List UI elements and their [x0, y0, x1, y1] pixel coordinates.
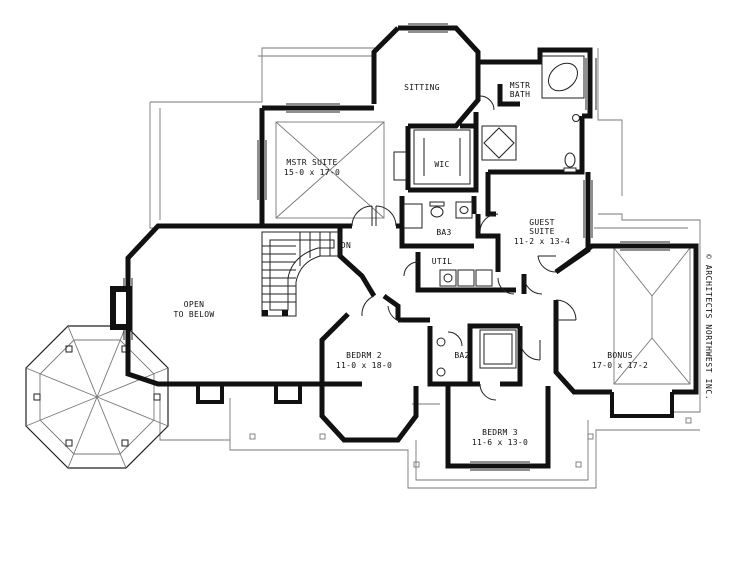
mstr-bath-label-2: BATH: [510, 90, 530, 99]
open-below-label-1: OPEN: [184, 300, 204, 309]
room-labels: SITTING MSTR BATH MSTR SUITE 15-0 x 17-0…: [174, 81, 648, 447]
stairs-dn-label: DN: [341, 241, 351, 250]
bay-bumps: [196, 384, 674, 418]
guest-suite-dims: 11-2 x 13-4: [514, 237, 570, 246]
guest-suite-label-2: SUITE: [529, 227, 555, 236]
mstr-suite-label: MSTR SUITE: [286, 158, 337, 167]
gazebo-roof: [25, 325, 169, 469]
sitting-room-walls: [371, 25, 481, 129]
bedrm2-label: BEDRM 2: [346, 351, 382, 360]
stairs: [261, 231, 341, 317]
copyright-text: © ARCHITECTS NORTHWEST INC.: [704, 254, 713, 400]
ba3-label: BA3: [436, 228, 451, 237]
open-below-label-2: TO BELOW: [174, 310, 215, 319]
bedrm2-dims: 11-0 x 18-0: [336, 361, 392, 370]
bonus-label: BONUS: [607, 351, 633, 360]
bonus-dims: 17-0 x 17-2: [592, 361, 648, 370]
guest-suite-label-1: GUEST: [529, 218, 555, 227]
wic-label: WIC: [434, 160, 449, 169]
ba2-label: BA2: [454, 351, 469, 360]
roof-outlines: [149, 47, 701, 489]
mstr-suite-ceiling: [275, 121, 385, 219]
util-label: UTIL: [432, 257, 452, 266]
sitting-label: SITTING: [404, 83, 440, 92]
fireplace: [110, 286, 132, 330]
doors: [351, 95, 577, 401]
bedrm3-label: BEDRM 3: [482, 428, 518, 437]
mstr-bath-label-1: MSTR: [510, 81, 530, 90]
bedrm3-dims: 11-6 x 13-0: [472, 438, 528, 447]
mstr-suite-dims: 15-0 x 17-0: [284, 168, 340, 177]
fixtures: [393, 55, 585, 377]
